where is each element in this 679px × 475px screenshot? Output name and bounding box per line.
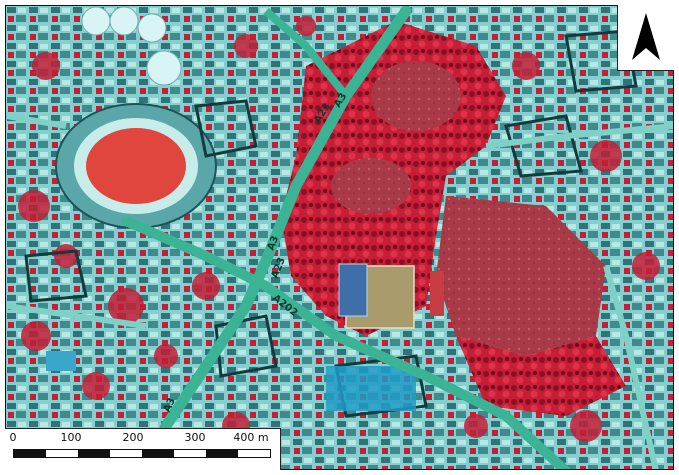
aerial-map-image[interactable]: A3 A23 A3 A23 A202 A3 bbox=[5, 5, 674, 470]
scale-tick-200: 200 bbox=[122, 431, 144, 444]
scale-segment bbox=[46, 450, 78, 457]
stadium-pitch bbox=[86, 128, 186, 204]
scale-tick-400: 400 m bbox=[233, 431, 269, 444]
tennis-courts bbox=[338, 263, 368, 317]
gas-holder bbox=[81, 6, 111, 36]
park-clearing bbox=[331, 158, 411, 214]
road-label-a3: A3 bbox=[266, 234, 282, 252]
running-track bbox=[430, 271, 444, 316]
scale-segment bbox=[78, 450, 110, 457]
north-arrow-box bbox=[617, 5, 674, 71]
scale-segment bbox=[238, 450, 270, 457]
road-west bbox=[6, 113, 147, 329]
road-a202 bbox=[121, 216, 571, 469]
gas-holder bbox=[109, 6, 139, 36]
scale-segment bbox=[206, 450, 238, 457]
scale-segment bbox=[142, 450, 174, 457]
scale-segment bbox=[110, 450, 142, 457]
open-common bbox=[436, 196, 606, 356]
road-east bbox=[485, 123, 673, 149]
woodland-east bbox=[456, 336, 626, 416]
road-north bbox=[263, 7, 350, 99]
scale-bar bbox=[13, 449, 271, 458]
building-roof bbox=[46, 351, 76, 371]
road-southeast bbox=[603, 265, 659, 469]
park-clearing bbox=[371, 61, 461, 131]
warehouse-roof bbox=[326, 366, 416, 411]
scale-tick-300: 300 bbox=[184, 431, 206, 444]
scale-segment bbox=[14, 450, 46, 457]
gas-holder bbox=[146, 50, 182, 86]
scale-tick-100: 100 bbox=[60, 431, 82, 444]
scale-segment bbox=[174, 450, 206, 457]
street-trees bbox=[18, 16, 660, 442]
scale-bar-box: 0 100 200 300 400 m bbox=[5, 428, 281, 470]
north-arrow-icon bbox=[632, 13, 660, 60]
gas-holder bbox=[137, 13, 167, 43]
scale-tick-0: 0 bbox=[9, 431, 17, 444]
